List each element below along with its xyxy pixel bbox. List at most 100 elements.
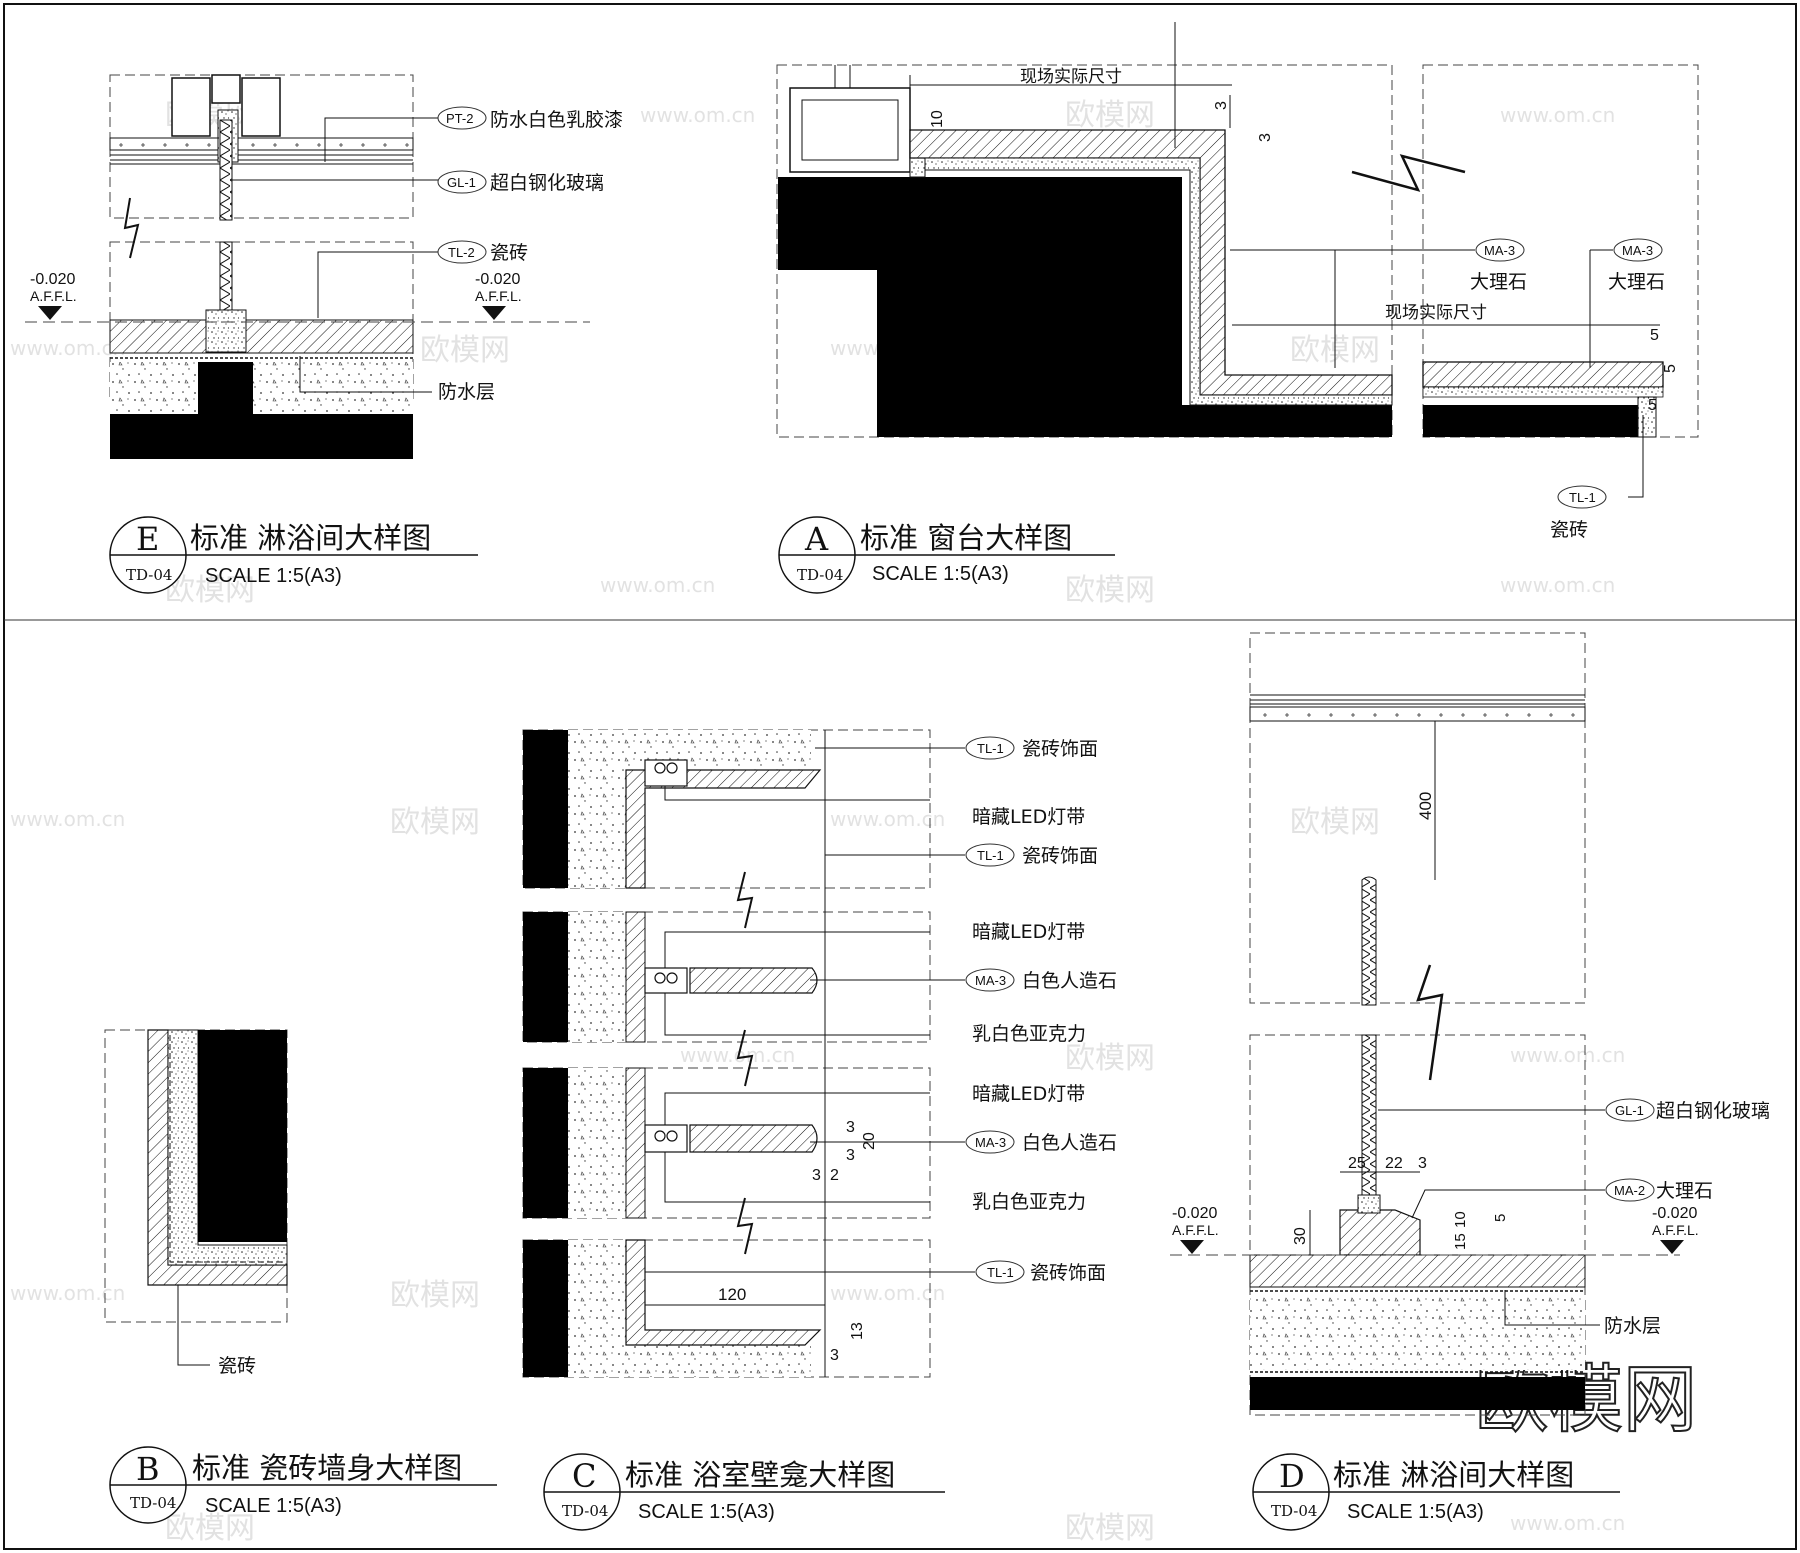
- tag-code: TL-1: [1569, 490, 1596, 505]
- callout-marble: 大理石: [1608, 271, 1665, 293]
- dim-value: 30: [1292, 1227, 1309, 1245]
- callout-marble: 大理石: [1656, 1180, 1713, 1202]
- watermark-text: 欧模网: [1065, 1511, 1155, 1546]
- detail-scale: SCALE 1:5(A3): [872, 563, 1009, 585]
- detail-c: 120 3 20 3 3 2 13 3 TL-1 瓷砖饰面 暗藏LED灯带 TL…: [522, 729, 1117, 1531]
- level-ref: A.F.F.L.: [1172, 1222, 1219, 1238]
- sheet-ref: TD-04: [1271, 1502, 1317, 1520]
- material-tag: [437, 170, 487, 194]
- dim-value: 5: [1650, 327, 1659, 344]
- callout-led: 暗藏LED灯带: [972, 806, 1085, 828]
- sheet-ref: TD-04: [562, 1502, 608, 1520]
- callouts-c: TL-1 瓷砖饰面 暗藏LED灯带 TL-1 瓷砖饰面 暗藏LED灯带 MA-3…: [965, 736, 1117, 1284]
- callout-glass: 超白钢化玻璃: [1656, 1100, 1770, 1122]
- level-value: -0.020: [1652, 1205, 1697, 1222]
- tag-code: MA-2: [1614, 1183, 1645, 1198]
- detail-scale: SCALE 1:5(A3): [1347, 1501, 1484, 1523]
- dim-value: 13: [849, 1322, 866, 1340]
- callout-stone: 白色人造石: [1022, 1132, 1117, 1154]
- watermark-text: 欧模网: [165, 1511, 255, 1546]
- dim-value: 5: [1492, 1214, 1509, 1222]
- detail-letter: A: [804, 520, 829, 558]
- dim-value: 3: [846, 1147, 855, 1164]
- dim-value: 3: [1257, 133, 1274, 142]
- detail-b: 瓷砖 B TD-04 标准 瓷砖墙身大样图 SCALE 1:5(A3): [104, 1029, 497, 1524]
- material-tag: [965, 1130, 1015, 1154]
- tag-code: TL-1: [987, 1265, 1014, 1280]
- dim-value: 25: [1348, 1155, 1366, 1172]
- dim-value: 3: [1418, 1155, 1427, 1172]
- detail-e: -0.020 A.F.F.L. -0.020 A.F.F.L. PT-2 防水白…: [25, 74, 623, 594]
- watermark-text: www.om.cn: [10, 1281, 125, 1305]
- detail-title: 标准 瓷砖墙身大样图: [192, 1451, 462, 1485]
- watermark-text: 欧模网: [390, 1278, 480, 1313]
- callout-tile: 瓷砖: [490, 242, 528, 264]
- detail-letter: C: [572, 1457, 596, 1495]
- level-value: -0.020: [475, 271, 520, 288]
- callout-tile-face: 瓷砖饰面: [1022, 738, 1098, 760]
- detail-letter: E: [136, 520, 159, 558]
- material-tag: [1605, 1178, 1655, 1202]
- watermark-text: 欧模网: [1065, 1041, 1155, 1076]
- tag-code: TL-1: [977, 848, 1004, 863]
- tag-code: MA-3: [1622, 243, 1653, 258]
- callout-marble: 大理石: [1470, 271, 1527, 293]
- detail-title: 标准 窗台大样图: [860, 521, 1072, 555]
- material-tag: [437, 240, 487, 264]
- material-tag: [1605, 1098, 1655, 1122]
- tag-code: MA-3: [975, 1135, 1006, 1150]
- dim-value: 400: [1416, 792, 1435, 820]
- level-ref: A.F.F.L.: [1652, 1222, 1699, 1238]
- tag-code: TL-2: [448, 245, 475, 260]
- callout-tile: 瓷砖: [1550, 519, 1588, 541]
- callout-led: 暗藏LED灯带: [972, 921, 1085, 943]
- callout-tile-face: 瓷砖饰面: [1030, 1262, 1106, 1284]
- level-value: -0.020: [30, 271, 75, 288]
- callout-tile-face: 瓷砖饰面: [1022, 845, 1098, 867]
- dim-value: 10: [1452, 1211, 1469, 1228]
- callout-acrylic: 乳白色亚克力: [972, 1191, 1086, 1213]
- material-tag: [965, 736, 1015, 760]
- material-tag: [965, 843, 1015, 867]
- callout-stone: 白色人造石: [1022, 970, 1117, 992]
- tag-code: GL-1: [447, 175, 476, 190]
- dim-value: 15: [1452, 1233, 1469, 1250]
- callout-waterproof: 防水层: [438, 381, 495, 403]
- material-tag: [437, 106, 487, 130]
- watermark-text: 欧模网: [1065, 573, 1155, 608]
- dim-value: 3: [846, 1119, 855, 1136]
- watermark-text: 欧模网: [420, 333, 510, 368]
- dim-value: 3: [830, 1347, 839, 1364]
- watermark-text: 欧模网: [390, 805, 480, 840]
- watermark-text: 欧模网: [165, 573, 255, 608]
- callout-paint: 防水白色乳胶漆: [490, 109, 623, 131]
- detail-a: 现场实际尺寸 3 3 10 现场实际尺寸 5 5 5 MA-3 大理石 MA-3…: [776, 22, 1699, 594]
- level-ref: A.F.F.L.: [475, 288, 522, 304]
- detail-scale: SCALE 1:5(A3): [205, 1495, 342, 1517]
- material-tag: [1475, 238, 1525, 262]
- detail-scale: SCALE 1:5(A3): [205, 565, 342, 587]
- callout-tile: 瓷砖: [218, 1355, 256, 1377]
- dim-value: 5: [1648, 397, 1657, 414]
- sheet-border: [3, 3, 1797, 1550]
- tag-code: GL-1: [1615, 1103, 1644, 1118]
- callout-glass: 超白钢化玻璃: [490, 172, 604, 194]
- sheet-ref: TD-04: [126, 566, 172, 584]
- detail-title: 标准 淋浴间大样图: [190, 521, 431, 555]
- dim-value: 2: [830, 1167, 839, 1184]
- detail-title: 标准 浴室壁龛大样图: [625, 1458, 895, 1492]
- detail-letter: B: [136, 1450, 160, 1488]
- site-dimension: 现场实际尺寸: [1020, 67, 1122, 87]
- detail-letter: D: [1279, 1457, 1305, 1495]
- watermark-text: www.om.cn: [10, 807, 125, 831]
- watermark-text: 欧模网: [1290, 805, 1380, 840]
- tag-code: TL-1: [977, 741, 1004, 756]
- watermark-text: www.om.cn: [1500, 573, 1615, 597]
- dim-value: 5: [1662, 364, 1679, 373]
- detail-d: 400 -0.020 A.F.F.L. -0.020 A.F.F.L. 25 2…: [1170, 632, 1770, 1531]
- level-ref: A.F.F.L.: [30, 288, 77, 304]
- material-tag: [965, 968, 1015, 992]
- watermark-text: www.om.cn: [680, 1043, 795, 1067]
- tag-code: MA-3: [975, 973, 1006, 988]
